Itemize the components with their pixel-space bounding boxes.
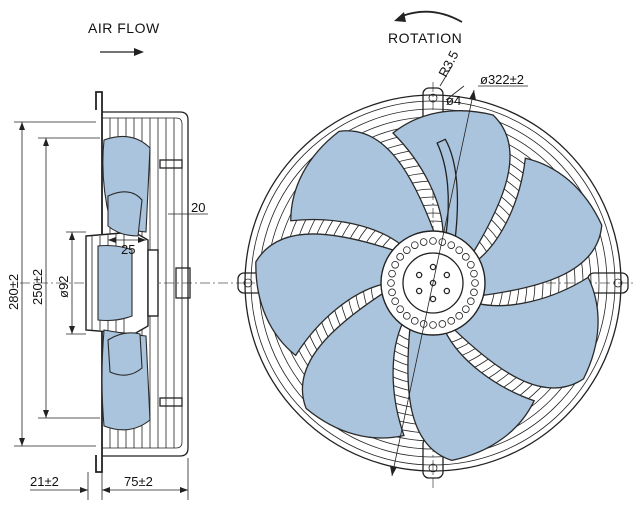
- vent-hole: [419, 238, 428, 246]
- dim-overall-height: 280±2: [6, 274, 21, 310]
- curved-arrow-left-icon: [394, 10, 463, 23]
- hub-bolts: [415, 263, 451, 303]
- vent-hole: [388, 269, 396, 278]
- hub-vent-holes: [387, 237, 479, 329]
- dim-flange-width: 21±2: [30, 474, 59, 489]
- vent-hole: [470, 288, 478, 297]
- hub-bolt: [415, 287, 423, 295]
- dim-guard-diameter: ø322±2: [480, 72, 524, 87]
- vent-hole: [388, 288, 396, 297]
- fan-blade: [255, 233, 396, 357]
- vent-hole: [462, 305, 470, 313]
- rotation-label: ROTATION: [388, 30, 462, 46]
- vent-hole: [403, 246, 411, 254]
- hub-bolt: [429, 263, 437, 271]
- fan-blade: [290, 130, 436, 246]
- vent-hole: [467, 260, 475, 269]
- vent-hole: [438, 320, 447, 328]
- vent-hole: [396, 253, 404, 261]
- dim-motor-diameter: ø92: [56, 276, 71, 298]
- front-blades: [255, 110, 603, 462]
- vent-hole: [410, 241, 419, 249]
- arrow-right-icon: [100, 48, 144, 56]
- hub-bolt: [415, 271, 423, 279]
- vent-hole: [455, 246, 463, 254]
- dim-corner-radius: R3.5: [435, 48, 461, 79]
- vent-hole: [471, 279, 479, 287]
- fan-blade: [392, 110, 511, 254]
- vent-hole: [391, 260, 399, 269]
- vent-hole: [396, 305, 404, 313]
- dim-mount-height: 250±2: [30, 269, 45, 305]
- dim-hole-diameter: ø4: [446, 93, 461, 108]
- dim-body-depth: 75±2: [124, 474, 153, 489]
- vent-hole: [447, 317, 456, 325]
- vent-hole: [403, 312, 411, 320]
- side-view: 20 25 ø92 250±2 280±2: [6, 91, 240, 500]
- vent-hole: [429, 237, 437, 245]
- vent-hole: [470, 269, 478, 278]
- vent-hole: [467, 297, 475, 306]
- side-blades: [97, 135, 151, 431]
- vent-hole: [462, 253, 470, 261]
- airflow-label: AIR FLOW: [88, 20, 160, 36]
- front-view: R3.5 ø4 ø322±2: [237, 48, 634, 490]
- vent-hole: [447, 241, 456, 249]
- vent-hole: [429, 321, 437, 329]
- vent-hole: [455, 312, 463, 320]
- fan-blade: [407, 326, 536, 462]
- hub-bolt: [443, 287, 451, 295]
- fan-blade: [452, 276, 599, 389]
- hub-bolt: [429, 279, 437, 287]
- dim-guard-offset: 20: [191, 200, 205, 215]
- fan-blade: [301, 291, 405, 439]
- vent-hole: [391, 297, 399, 306]
- fan-blade: [476, 157, 603, 297]
- vent-hole: [387, 279, 395, 287]
- vent-hole: [410, 317, 419, 325]
- blade-spoke: [436, 138, 459, 241]
- dim-hub-depth: 25: [121, 242, 135, 257]
- hub-bolt: [443, 271, 451, 279]
- hub-bolt: [429, 295, 437, 303]
